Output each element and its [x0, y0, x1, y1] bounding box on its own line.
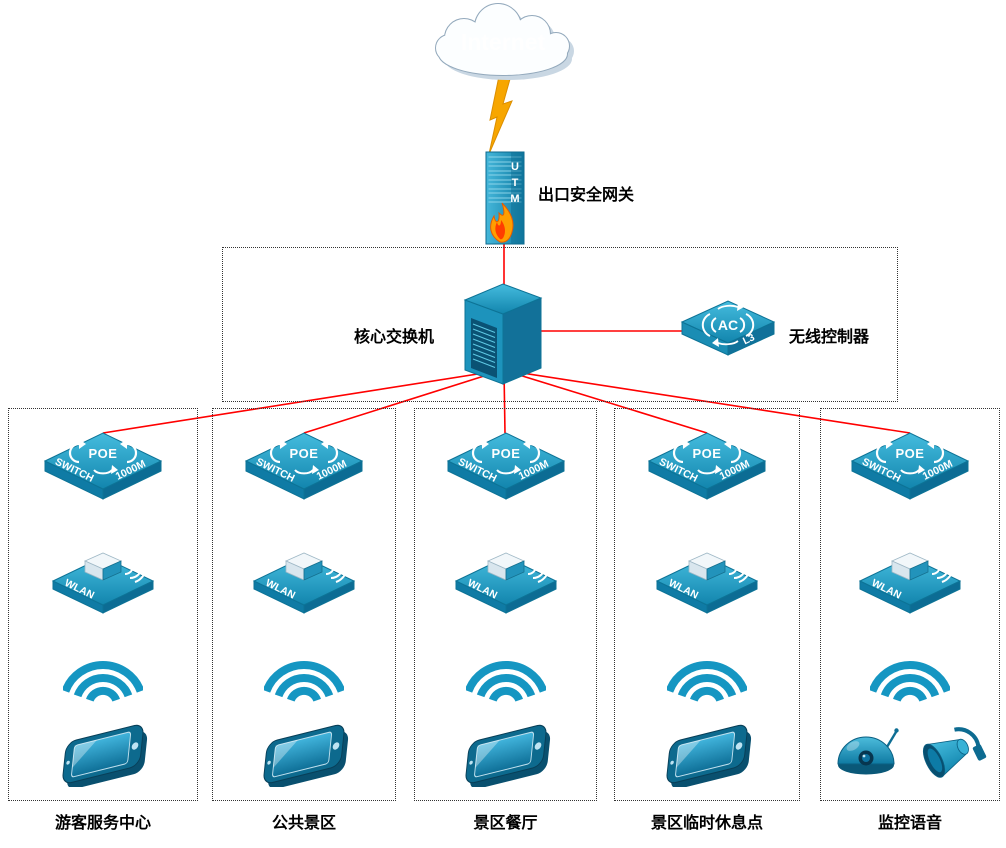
wlan-ap-icon — [655, 545, 759, 615]
smartphone-icon — [657, 721, 757, 787]
dome-camera-icon — [830, 719, 902, 785]
ac-top-text: AC — [718, 317, 738, 333]
wifi-signal-icon — [466, 647, 546, 703]
gateway-label: 出口安全网关 — [538, 187, 635, 204]
zone-label: 公共景区 — [271, 815, 336, 832]
zone-label: 监控语音 — [877, 815, 942, 832]
horn-speaker-icon — [916, 719, 988, 785]
smartphone-icon — [456, 721, 556, 787]
core-switch-label: 核心交换机 — [354, 329, 435, 346]
zone-label: 游客服务中心 — [54, 815, 151, 832]
poe-switch-icon — [647, 425, 767, 505]
core-area-box — [222, 247, 898, 402]
wifi-signal-icon — [870, 647, 950, 703]
smartphone-icon — [254, 721, 354, 787]
zone-label: 景区临时休息点 — [650, 815, 763, 832]
wireless-controller-icon: AC L3 — [680, 300, 776, 356]
internet-label: Internet — [461, 29, 546, 55]
lightning-icon — [488, 75, 513, 155]
flame-icon — [490, 202, 514, 243]
utm-firewall-icon — [485, 151, 525, 245]
zone-box-public-scenic-area: 公共景区 — [212, 408, 396, 832]
poe-switch-icon — [850, 425, 970, 505]
wifi-signal-icon — [264, 647, 344, 703]
zone-box-tourist-service-center: 游客服务中心 — [8, 408, 198, 832]
wifi-signal-icon — [63, 647, 143, 703]
poe-switch-icon — [446, 425, 566, 505]
wlan-ap-icon — [454, 545, 558, 615]
wlan-ap-icon — [51, 545, 155, 615]
internet-cloud-icon: Internet — [435, 3, 574, 80]
smartphone-icon — [53, 721, 153, 787]
poe-switch-icon — [43, 425, 163, 505]
ac-front-text: L3 — [741, 332, 757, 347]
wlan-ap-icon — [252, 545, 356, 615]
zone-box-restaurant: 景区餐厅 — [414, 408, 597, 832]
wifi-signal-icon — [667, 647, 747, 703]
zone-box-rest-point: 景区临时休息点 — [614, 408, 800, 832]
wlan-ap-icon — [858, 545, 962, 615]
zone-box-surveillance-voice: 监控语音 — [820, 408, 1000, 832]
zone-label: 景区餐厅 — [473, 815, 538, 832]
core-switch-icon — [463, 283, 543, 385]
utm-device-text: UTM — [509, 161, 521, 209]
poe-switch-icon — [244, 425, 364, 505]
wireless-controller-label: 无线控制器 — [789, 329, 870, 346]
